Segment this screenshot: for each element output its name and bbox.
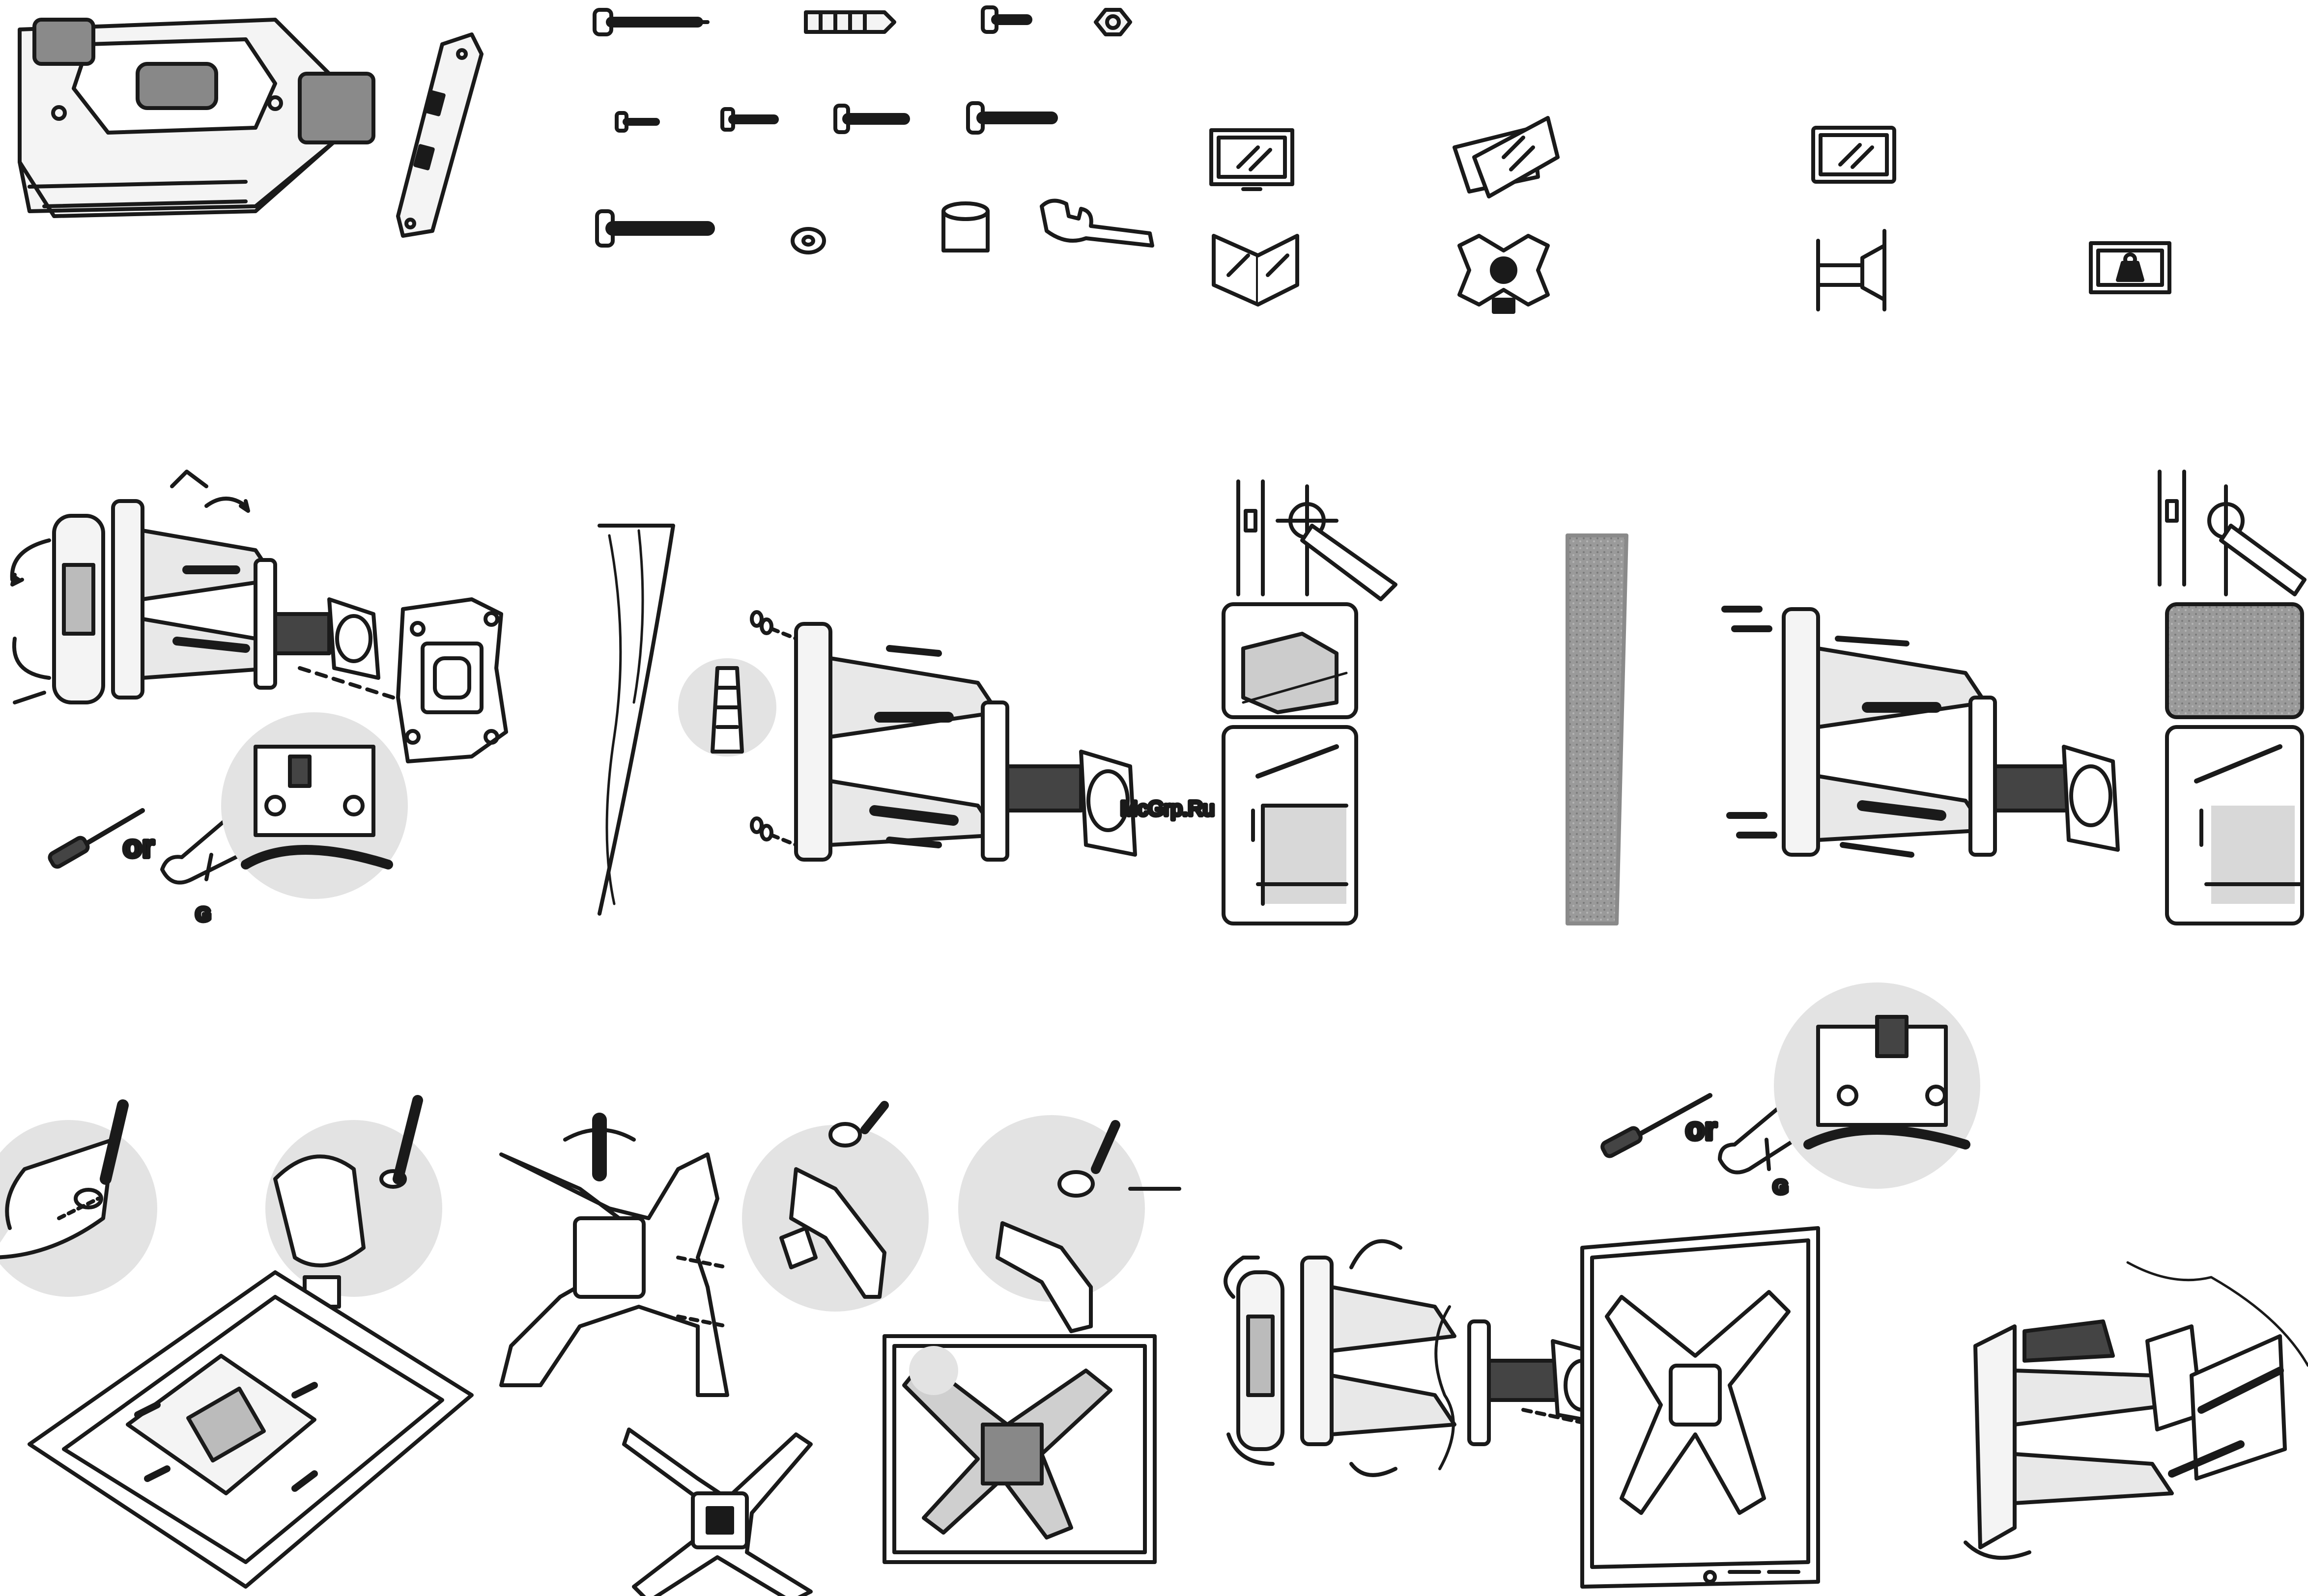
bolt-icon bbox=[983, 7, 1027, 32]
wrench-icon bbox=[1042, 201, 1152, 246]
spacer-detail-2 bbox=[958, 1115, 1179, 1331]
pencil-icon bbox=[2221, 526, 2305, 594]
bolt-icon bbox=[617, 103, 1052, 133]
flat-panel-icon bbox=[1813, 128, 1894, 182]
spacer-detail bbox=[742, 1105, 929, 1312]
wall-plate-icon bbox=[398, 34, 482, 236]
detail-magnifier-right bbox=[1774, 982, 1980, 1189]
bolt-detail-left bbox=[0, 1105, 157, 1297]
hang-tv-diagram bbox=[1225, 1241, 1612, 1475]
washer-icon bbox=[793, 229, 824, 252]
nut-icon bbox=[1096, 10, 1130, 34]
tool-g-label: G bbox=[196, 904, 211, 925]
bolt-icon bbox=[597, 211, 708, 246]
swivel-icon bbox=[1214, 236, 1297, 305]
pencil-mark-panel bbox=[1238, 481, 1396, 599]
extender-plate-diagram bbox=[501, 1120, 727, 1395]
concrete-block-panel bbox=[2167, 604, 2302, 717]
wood-screw-icon bbox=[595, 10, 708, 34]
anchor-detail bbox=[678, 658, 776, 756]
tv-front-diagram bbox=[1582, 1228, 1818, 1587]
or-text: or bbox=[123, 829, 154, 864]
pencil-mark-panel-concrete bbox=[2160, 472, 2305, 594]
weight-icon bbox=[2091, 243, 2169, 292]
tv-back-diagram bbox=[29, 1272, 472, 1587]
extender-plate-small bbox=[624, 1429, 811, 1596]
wall-mount-diagram-wood bbox=[752, 612, 1135, 860]
anchor-icon bbox=[806, 12, 894, 32]
cover-detach-diagram bbox=[12, 472, 393, 702]
wood-block-panel bbox=[1224, 604, 1356, 717]
detail-magnifier bbox=[221, 712, 408, 899]
spacer-icon bbox=[943, 203, 988, 251]
drill-depth-panel bbox=[1224, 727, 1356, 924]
vesa-icon bbox=[1459, 236, 1548, 312]
bracket-icon bbox=[20, 20, 373, 216]
extension-icon bbox=[1818, 231, 1884, 309]
wall-mount-diagram-concrete bbox=[1725, 609, 2118, 855]
concrete-wall-diagram bbox=[1567, 535, 1626, 924]
watermark: McGrp.Ru bbox=[1120, 797, 1214, 820]
bolt-detail-left-2 bbox=[265, 1100, 442, 1307]
vesa-plate-diagram bbox=[398, 599, 506, 761]
tv-with-extender-diagram bbox=[884, 1336, 1155, 1562]
or-text-right: or bbox=[1685, 1111, 1717, 1147]
tv-icon bbox=[1211, 130, 1292, 189]
wood-wall-diagram bbox=[599, 526, 673, 914]
final-install-diagram bbox=[1966, 1262, 2308, 1558]
tool-g-label-right: G bbox=[1773, 1176, 1788, 1198]
tilt-icon bbox=[1454, 118, 1558, 196]
pencil-icon bbox=[1302, 526, 1396, 599]
drill-depth-panel-concrete bbox=[2167, 727, 2302, 924]
